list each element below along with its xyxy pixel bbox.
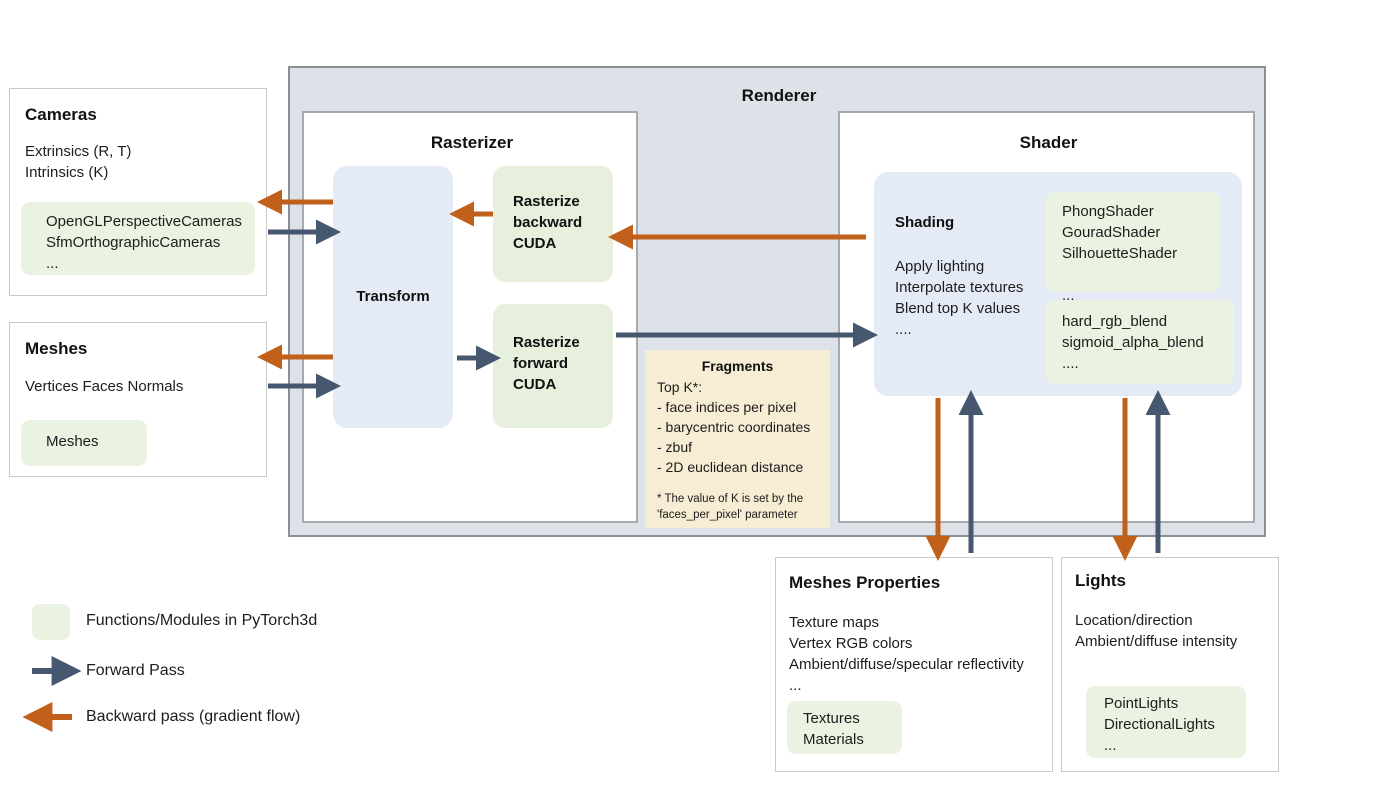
mesh-properties-modules-chip: Textures Materials xyxy=(787,701,902,754)
cameras-card: Cameras Extrinsics (R, T) Intrinsics (K)… xyxy=(9,88,267,296)
mesh-properties-modules-list: Textures Materials xyxy=(803,710,864,748)
rasterize-forward-label: Rasterize forward CUDA xyxy=(513,334,580,393)
lights-modules-list: PointLights DirectionalLights ... xyxy=(1104,695,1215,754)
renderer-title: Renderer xyxy=(741,86,817,105)
meshes-modules-list: Meshes xyxy=(46,433,99,450)
meshes-modules-chip: Meshes xyxy=(21,420,147,466)
shader-modules-list: PhongShader GouradShader SilhouetteShade… xyxy=(1062,203,1178,304)
lights-title: Lights xyxy=(1075,571,1126,590)
rasterize-backward-block: Rasterize backward CUDA xyxy=(493,166,613,282)
meshes-properties: Vertices Faces Normals xyxy=(25,378,184,395)
blend-modules-chip: hard_rgb_blend sigmoid_alpha_blend .... xyxy=(1046,300,1234,384)
shading-block: Shading Apply lighting Interpolate textu… xyxy=(874,172,1242,396)
lights-modules-chip: PointLights DirectionalLights ... xyxy=(1086,686,1246,758)
shader-modules-chip: PhongShader GouradShader SilhouetteShade… xyxy=(1046,192,1221,304)
cameras-modules-list: OpenGLPerspectiveCameras SfmOrthographic… xyxy=(46,213,242,272)
rasterizer-title: Rasterizer xyxy=(430,133,514,152)
fragments-footnote: * The value of K is set by the 'faces_pe… xyxy=(657,493,804,521)
fragments-title: Fragments xyxy=(701,358,774,374)
shader-title: Shader xyxy=(1019,133,1078,152)
cameras-title: Cameras xyxy=(25,105,97,124)
lights-card: Lights Location/direction Ambient/diffus… xyxy=(1061,557,1279,772)
cameras-properties: Extrinsics (R, T) Intrinsics (K) xyxy=(25,143,132,181)
shading-label: Shading xyxy=(895,214,955,231)
rasterize-forward-block: Rasterize forward CUDA xyxy=(493,304,613,428)
transform-label: Transform xyxy=(356,288,430,305)
legend-forward-label: Forward Pass xyxy=(86,662,185,679)
fragments-box: Fragments Top K*: - face indices per pix… xyxy=(645,350,830,528)
lights-properties-list: Location/direction Ambient/diffuse inten… xyxy=(1075,612,1238,650)
mesh-properties-title: Meshes Properties xyxy=(789,573,941,592)
mesh-properties-list: Texture maps Vertex RGB colors Ambient/d… xyxy=(789,614,1024,694)
blend-modules-list: hard_rgb_blend sigmoid_alpha_blend .... xyxy=(1062,313,1204,372)
shading-steps: Apply lighting Interpolate textures Blen… xyxy=(895,258,1024,338)
meshes-title: Meshes xyxy=(25,339,88,358)
legend-backward-label: Backward pass (gradient flow) xyxy=(86,708,301,725)
transform-block: Transform xyxy=(333,166,453,428)
legend-module-label: Functions/Modules in PyTorch3d xyxy=(86,612,318,629)
meshes-card: Meshes Vertices Faces Normals Meshes xyxy=(9,322,267,477)
rasterize-backward-label: Rasterize backward CUDA xyxy=(513,193,583,252)
cameras-modules-chip: OpenGLPerspectiveCameras SfmOrthographic… xyxy=(21,202,255,275)
mesh-properties-card: Meshes Properties Texture maps Vertex RG… xyxy=(775,557,1053,772)
legend-module-swatch xyxy=(32,604,70,640)
fragments-item-list: Top K*: - face indices per pixel - baryc… xyxy=(657,379,811,475)
